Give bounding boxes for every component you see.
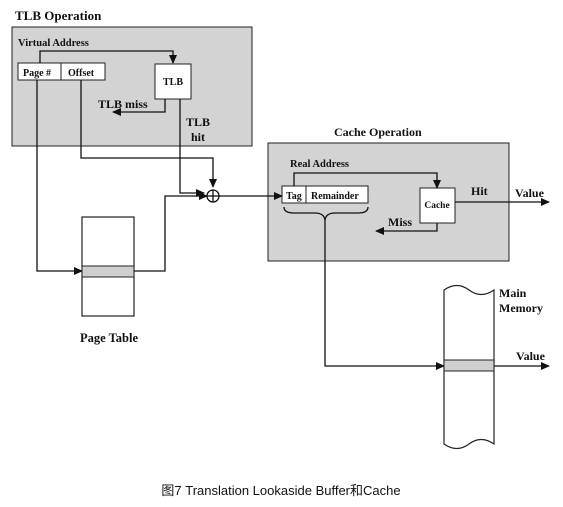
cache-miss-arrow [375, 223, 438, 235]
remainder-field [305, 185, 369, 204]
main-memory-entry [443, 359, 495, 372]
real-address-to-memory-arrow [324, 220, 445, 370]
tlb-miss-arrow [112, 99, 166, 116]
cache-hit-label: Hit [471, 184, 488, 198]
page-table-to-adder-arrow [134, 192, 208, 272]
cache-box-label: Cache [424, 201, 449, 211]
tlb-operation-panel [11, 26, 253, 147]
real-address-to-cache-arrow [293, 172, 441, 189]
offset-field [60, 62, 106, 81]
page-number-to-page-table-arrow [36, 80, 83, 275]
tlb-hit-label-line1: TLB [186, 115, 210, 129]
tlb-operation-title: TLB Operation [15, 8, 102, 23]
figure-caption: 图7 Translation Lookaside Buffer和Cache [161, 483, 400, 498]
main-memory-label-line1: Main [499, 286, 527, 300]
tlb-hit-label-line2: hit [191, 130, 205, 144]
page-number-label: Page # [23, 68, 51, 79]
cache-operation-title: Cache Operation [334, 125, 422, 139]
offset-to-adder-arrow [80, 80, 217, 188]
tlb-box [154, 63, 192, 100]
real-address-label: Real Address [290, 159, 349, 170]
tag-label: Tag [286, 191, 302, 202]
cache-value-label: Value [515, 186, 545, 200]
virtual-address-label: Virtual Address [18, 38, 89, 49]
remainder-label: Remainder [311, 191, 359, 202]
offset-label: Offset [68, 68, 95, 79]
cache-miss-label: Miss [388, 215, 412, 229]
tlb-miss-label: TLB miss [98, 97, 148, 111]
page-table-label: Page Table [80, 331, 138, 345]
main-memory-label-line2: Memory [499, 301, 543, 315]
tlb-box-label: TLB [163, 77, 183, 88]
virtual-address-to-tlb-arrow [39, 50, 177, 64]
page-table-entry [81, 265, 135, 278]
tlb-hit-arrow [179, 99, 205, 197]
memory-value-label: Value [516, 349, 546, 363]
